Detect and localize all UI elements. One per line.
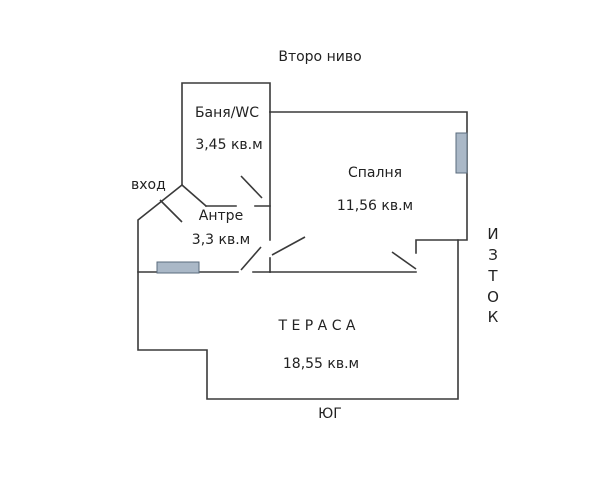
bedroom-door — [271, 236, 306, 256]
east-letter: И — [487, 225, 498, 243]
east-letter: Т — [487, 267, 498, 285]
hall-terrace-door — [240, 246, 262, 271]
entrance-door — [159, 199, 183, 223]
east-letter: З — [488, 246, 498, 264]
plan-title: Второ ниво — [278, 49, 361, 65]
hall-radiator — [156, 261, 200, 274]
entrance-label: вход — [131, 177, 166, 193]
bedroom-window — [455, 132, 468, 174]
east-letter: К — [488, 308, 499, 326]
bath-wall — [181, 82, 271, 186]
doors — [159, 175, 417, 271]
hall-area: 3,3 кв.м — [192, 232, 250, 248]
walls — [137, 82, 468, 400]
east-label: И З Т О К — [487, 225, 499, 326]
hall-name: Антре — [199, 208, 243, 224]
bath-door — [240, 175, 263, 199]
bedroom-name: Спалня — [348, 165, 402, 181]
south-label: ЮГ — [318, 406, 342, 422]
east-letter: О — [487, 288, 499, 306]
bath-area: 3,45 кв.м — [195, 137, 262, 153]
hall-west-wall — [137, 183, 459, 400]
bedroom-top-right-wall — [269, 111, 468, 254]
terrace-name: Т Е Р А С А — [277, 318, 355, 334]
bath-name: Баня/WC — [195, 105, 259, 121]
terrace-area: 18,55 кв.м — [283, 356, 359, 372]
terrace-door — [391, 251, 417, 270]
bedroom-area: 11,56 кв.м — [337, 198, 413, 214]
entrance-wall — [180, 183, 208, 208]
